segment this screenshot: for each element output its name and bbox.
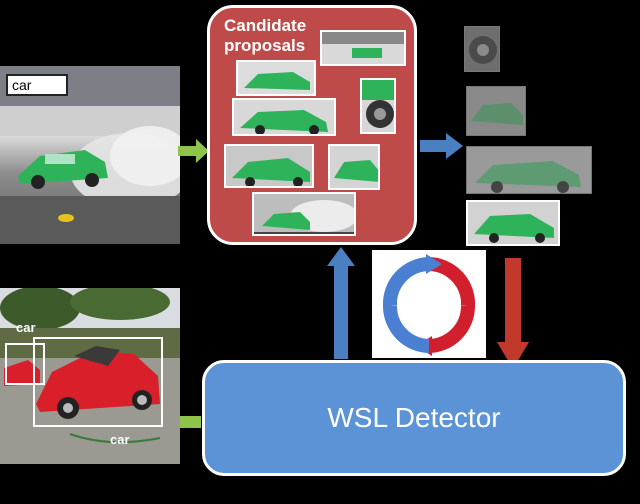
proposal-thumb xyxy=(224,144,314,188)
output-proposal-thumb xyxy=(464,26,500,72)
output-proposal-thumb xyxy=(466,146,592,194)
detection-label: car xyxy=(110,432,130,447)
detection-result-drawing xyxy=(0,288,180,464)
arrow-up-blue xyxy=(326,246,356,360)
cycle-arrows-drawing xyxy=(372,250,486,358)
output-proposal-thumb xyxy=(466,200,560,246)
arrow-down-red xyxy=(496,258,530,370)
proposal-thumb xyxy=(320,30,406,66)
arrow-right-green xyxy=(178,138,210,164)
wsl-detector-label: WSL Detector xyxy=(327,402,500,434)
detection-label: car xyxy=(16,320,36,335)
detection-result-image xyxy=(0,288,180,464)
proposal-thumb xyxy=(252,192,356,236)
proposal-thumb xyxy=(236,60,316,96)
proposal-thumb xyxy=(360,78,396,134)
proposal-thumb xyxy=(328,144,380,190)
proposals-panel: Candidate proposals xyxy=(207,5,417,245)
wsl-detector-box: WSL Detector xyxy=(202,360,626,476)
proposals-title: Candidate proposals xyxy=(224,16,324,56)
output-proposal-thumb xyxy=(466,86,526,136)
green-car xyxy=(18,150,108,189)
refresh-cycle-icon xyxy=(372,250,486,358)
arrow-right-blue xyxy=(420,132,464,160)
input-label: car xyxy=(6,74,68,96)
proposal-thumb xyxy=(232,98,336,136)
